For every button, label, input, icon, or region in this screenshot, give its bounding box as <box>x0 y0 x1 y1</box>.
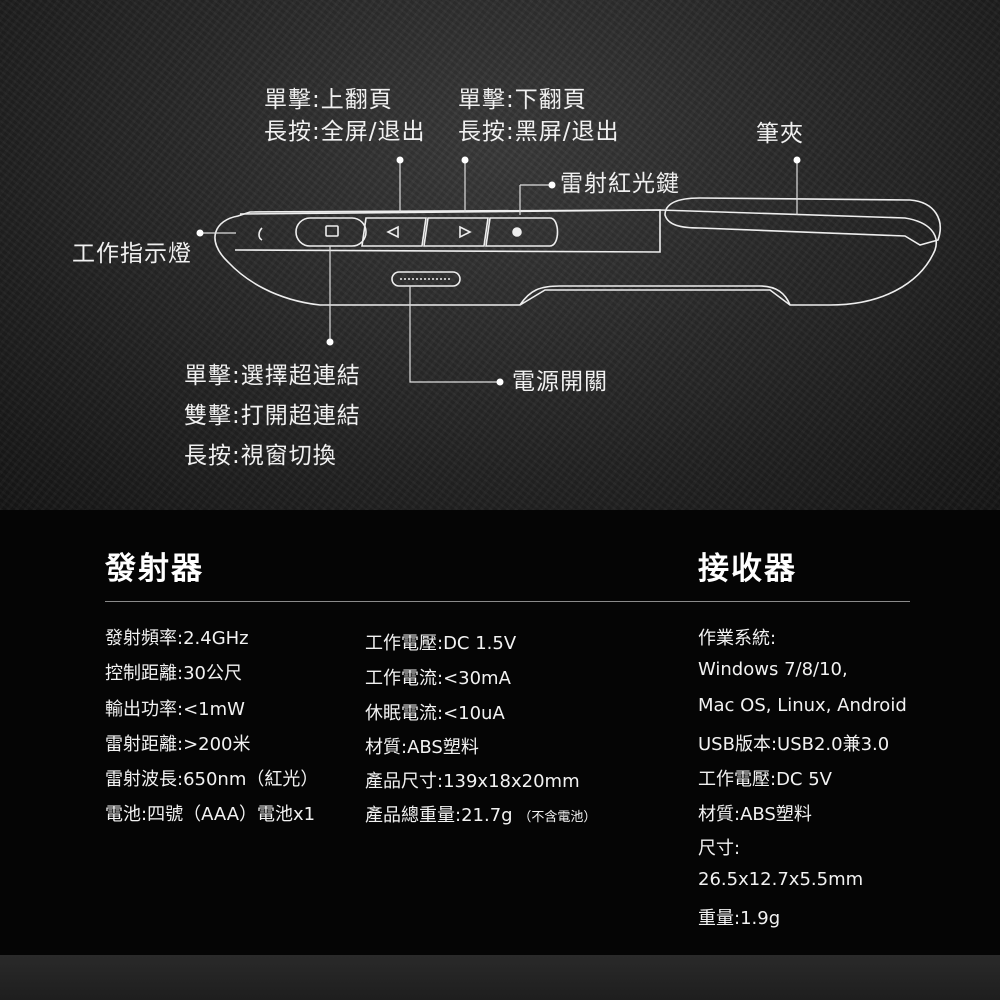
page-down-callout-line2: 長按:黑屏/退出 <box>458 119 620 145</box>
spec-item: 控制距離:30公尺 <box>105 663 242 684</box>
weight-note: （不含電池） <box>518 810 597 825</box>
transmitter-title: 發射器 <box>105 551 204 587</box>
weight-label: 產品總重量:21.7g <box>365 805 513 826</box>
spec-item: 26.5x12.7x5.5mm <box>698 869 864 890</box>
page-up-callout-line1: 單擊:上翻頁 <box>264 87 393 113</box>
indicator-callout: 工作指示燈 <box>72 241 192 267</box>
pen-clip-callout: 筆夾 <box>756 121 804 147</box>
laser-key-callout: 雷射紅光鍵 <box>560 171 680 197</box>
spec-item: 工作電壓:DC 1.5V <box>365 633 517 654</box>
power-switch-icon <box>391 271 461 287</box>
page-up-callout-line2: 長按:全屏/退出 <box>264 119 426 145</box>
page-down-button-icon <box>423 217 489 247</box>
spec-item: 作業系統: <box>698 628 777 649</box>
spec-item: 雷射距離:>200米 <box>105 734 251 755</box>
page-down-callout: 單擊:下翻頁 長按:黑屏/退出 <box>458 84 620 148</box>
select-callout-line3: 長按:視窗切換 <box>184 443 337 469</box>
spec-panel <box>0 510 1000 955</box>
select-callout-line1: 單擊:選擇超連結 <box>184 363 361 389</box>
laser-button-icon <box>485 217 559 247</box>
page-down-callout-line1: 單擊:下翻頁 <box>458 87 587 113</box>
spec-item: 工作電壓:DC 5V <box>698 769 832 790</box>
page-up-callout: 單擊:上翻頁 長按:全屏/退出 <box>264 84 426 148</box>
spec-item: 休眠電流:<10uA <box>365 703 505 724</box>
spec-item: 輸出功率:<1mW <box>105 699 245 720</box>
page-up-button-icon <box>361 217 427 247</box>
spec-item: 材質:ABS塑料 <box>365 737 479 758</box>
spec-item: 材質:ABS塑料 <box>698 804 812 825</box>
spec-item: 電池:四號（AAA）電池x1 <box>105 804 316 825</box>
presenter-body <box>214 209 937 306</box>
bottom-strip <box>0 955 1000 1000</box>
receiver-title: 接收器 <box>698 551 797 587</box>
select-callout-line2: 雙擊:打開超連結 <box>184 403 361 429</box>
spec-item: Windows 7/8/10, <box>698 659 848 680</box>
pen-clip <box>664 197 941 246</box>
spec-item: 工作電流:<30mA <box>365 668 511 689</box>
select-button-callout: 單擊:選擇超連結 雙擊:打開超連結 長按:視窗切換 <box>184 356 361 476</box>
spec-item: 尺寸: <box>698 838 741 859</box>
spec-item-weight: 產品總重量:21.7g （不含電池） <box>365 801 596 827</box>
select-button-icon <box>295 217 367 247</box>
spec-item: 重量:1.9g <box>698 908 781 929</box>
indicator-light-icon <box>258 227 263 241</box>
divider-rule <box>105 601 910 602</box>
spec-item: Mac OS, Linux, Android <box>698 695 907 716</box>
spec-item: 雷射波長:650nm（紅光） <box>105 769 319 790</box>
leather-background <box>0 0 1000 510</box>
spec-item: 發射頻率:2.4GHz <box>105 628 249 649</box>
presenter-illustration <box>196 156 941 386</box>
spec-item: USB版本:USB2.0兼3.0 <box>698 734 890 755</box>
power-switch-callout: 電源開關 <box>512 369 608 395</box>
spec-item: 產品尺寸:139x18x20mm <box>365 771 580 792</box>
